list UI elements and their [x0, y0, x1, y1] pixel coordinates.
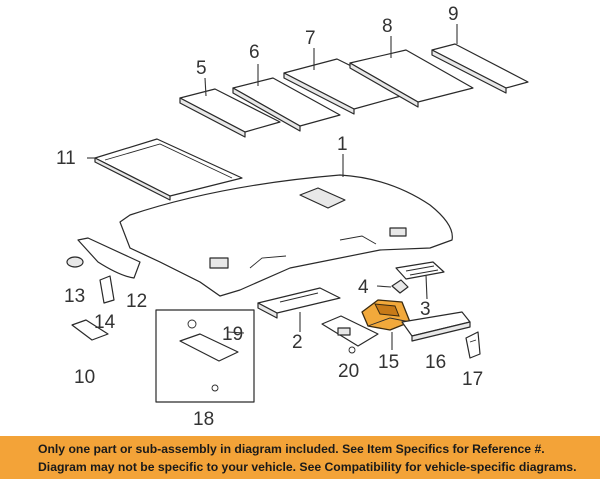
part-4-clip: [391, 279, 409, 294]
callout-14: 14: [94, 312, 116, 333]
callout-3: 3: [420, 299, 431, 320]
part-15-bracket: [361, 299, 411, 331]
part-5-pad: [179, 88, 281, 138]
callout-19: 19: [222, 324, 243, 345]
callout-12: 12: [126, 291, 147, 312]
callout-9: 9: [448, 4, 459, 25]
callout-10: 10: [74, 367, 95, 388]
callout-5: 5: [196, 58, 207, 79]
part-9-pad: [431, 43, 529, 94]
part-18-box: [155, 309, 255, 403]
callout-13: 13: [64, 286, 85, 307]
part-6-pad: [232, 77, 341, 132]
disclaimer-line-1: Only one part or sub-assembly in diagram…: [38, 442, 545, 456]
callout-16: 16: [425, 352, 446, 373]
callout-20: 20: [338, 361, 359, 382]
part-3-lamp: [395, 261, 445, 280]
part-8-pad: [349, 49, 474, 108]
part-20-lamp: [321, 315, 379, 354]
part-7-pad: [283, 58, 409, 115]
part-12-visor: [77, 237, 141, 279]
callout-11: 11: [56, 148, 76, 169]
part-1-headliner: [119, 174, 453, 297]
callout-8: 8: [382, 16, 393, 37]
part-2-panel: [257, 287, 341, 319]
part-11-panel: [94, 138, 243, 201]
callout-15: 15: [378, 352, 399, 373]
callout-4: 4: [358, 277, 369, 298]
disclaimer-banner: Only one part or sub-assembly in diagram…: [0, 436, 600, 479]
callout-6: 6: [249, 42, 260, 63]
disclaimer-line-2: Diagram may not be specific to your vehi…: [38, 460, 577, 474]
part-14-holder: [99, 275, 115, 304]
callout-1: 1: [337, 134, 348, 155]
parts-diagram: 5 6 7 8 9 11 1 4 3 2 15 16 17 20 12 13 1…: [56, 4, 529, 430]
part-13-clip: [66, 256, 84, 268]
callout-17: 17: [462, 369, 483, 390]
callout-7: 7: [305, 28, 316, 49]
part-10-clip: [71, 319, 109, 341]
callout-18: 18: [193, 409, 214, 430]
part-17-cap: [465, 331, 481, 359]
callout-2: 2: [292, 332, 303, 353]
part-16-handle: [401, 311, 471, 342]
